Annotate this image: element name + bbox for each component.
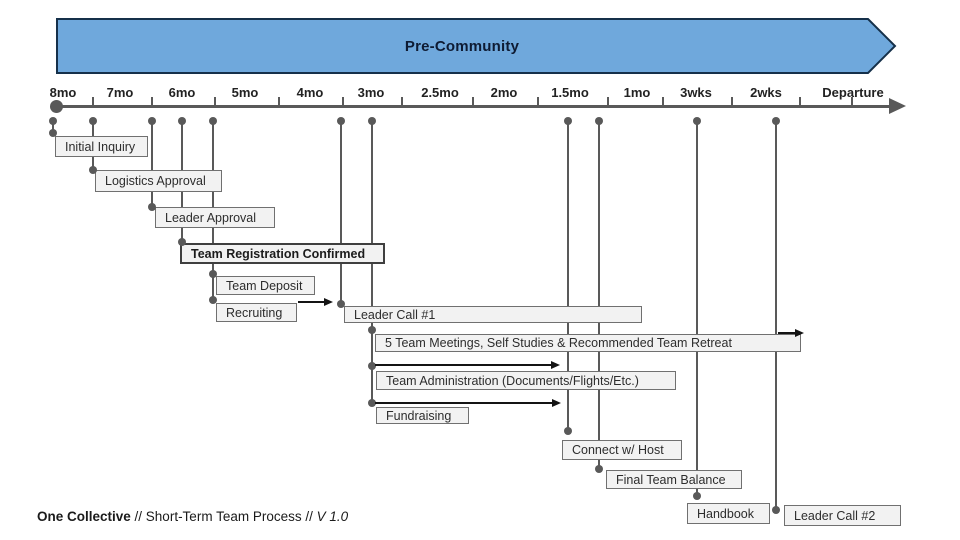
milestone-connect-w-host: Connect w/ Host [562,440,682,460]
axis-tick [151,97,153,106]
vline-leader-approval [151,118,153,207]
tick-label-2-5mo: 2.5mo [421,85,459,100]
timeline-dot [772,117,780,125]
footer-subtitle: // Short-Term Team Process // [130,509,317,524]
anchor-dot [368,399,376,407]
axis-tick [662,97,664,106]
milestone-recruiting: Recruiting [216,303,297,322]
timeline-axis [55,105,891,108]
axis-tick [214,97,216,106]
timeline-dot [564,117,572,125]
timeline-dot [595,117,603,125]
tick-label-departure: Departure [822,85,884,100]
tick-label-3mo: 3mo [357,85,385,100]
milestone-team-registration-confirmed: Team Registration Confirmed [180,243,385,264]
tick-label-1-5mo: 1.5mo [551,85,589,100]
banner-arrow-shape [56,18,897,74]
arrow-recruiting-to-leader-call-icon [298,297,333,306]
vline-leader-call-2 [775,118,777,510]
tick-label-2wks: 2wks [750,85,782,100]
arrow-meetings-continue-icon [778,328,804,337]
timeline-dot [368,117,376,125]
timeline-dot [89,117,97,125]
axis-tick [607,97,609,106]
axis-start-dot [50,100,63,113]
anchor-dot [337,300,345,308]
tick-label-8mo: 8mo [49,85,77,100]
tick-label-4mo: 4mo [296,85,324,100]
anchor-dot [49,129,57,137]
anchor-dot [209,296,217,304]
tick-label-6mo: 6mo [168,85,196,100]
timeline-dot [337,117,345,125]
axis-tick [731,97,733,106]
milestone-team-deposit: Team Deposit [216,276,315,295]
axis-tick [851,97,853,106]
timeline-dot [693,117,701,125]
milestone-final-team-balance: Final Team Balance [606,470,742,489]
banner-title: Pre-Community [404,37,520,55]
axis-tick [92,97,94,106]
milestone-leader-call-2: Leader Call #2 [784,505,901,526]
footer-version: V 1.0 [316,509,349,524]
milestone-handbook: Handbook [687,503,770,524]
timeline-dot [209,117,217,125]
tick-label-7mo: 7mo [106,85,134,100]
vline-final-team-balance [598,118,600,469]
pre-community-banner: Pre-Community [56,18,898,74]
milestone-leader-approval: Leader Approval [155,207,275,228]
milestone-team-administration: Team Administration (Documents/Flights/E… [376,371,676,390]
axis-tick [401,97,403,106]
axis-tick [278,97,280,106]
footer-brand: One Collective [37,509,131,524]
vline-initial-inquiry [52,118,54,133]
anchor-dot [772,506,780,514]
timeline-dot [49,117,57,125]
anchor-dot [368,362,376,370]
vline-leader-call-1 [340,118,342,304]
anchor-dot [564,427,572,435]
anchor-dot [693,492,701,500]
arrow-team-administration-icon [375,360,560,369]
tick-label-2mo: 2mo [490,85,518,100]
anchor-dot [178,238,186,246]
axis-tick [472,97,474,106]
milestone-fundraising: Fundraising [376,407,469,424]
tick-label-1mo: 1mo [623,85,651,100]
anchor-dot [368,326,376,334]
footer-caption: One Collective // Short-Term Team Proces… [37,509,348,524]
milestone-initial-inquiry: Initial Inquiry [55,136,148,157]
vline-connect-host [567,118,569,431]
milestone-team-meetings: 5 Team Meetings, Self Studies & Recommen… [375,334,801,352]
axis-arrowhead-icon [889,98,906,114]
milestone-leader-call-1: Leader Call #1 [344,306,642,323]
vline-handbook [696,118,698,496]
tick-label-5mo: 5mo [231,85,259,100]
tick-label-3wks: 3wks [680,85,712,100]
arrow-fundraising-icon [375,398,561,407]
anchor-dot [148,203,156,211]
anchor-dot [595,465,603,473]
axis-tick [799,97,801,106]
axis-tick [342,97,344,106]
anchor-dot [209,270,217,278]
milestone-logistics-approval: Logistics Approval [95,170,222,192]
anchor-dot [89,166,97,174]
axis-tick [537,97,539,106]
timeline-dot [148,117,156,125]
timeline-dot [178,117,186,125]
